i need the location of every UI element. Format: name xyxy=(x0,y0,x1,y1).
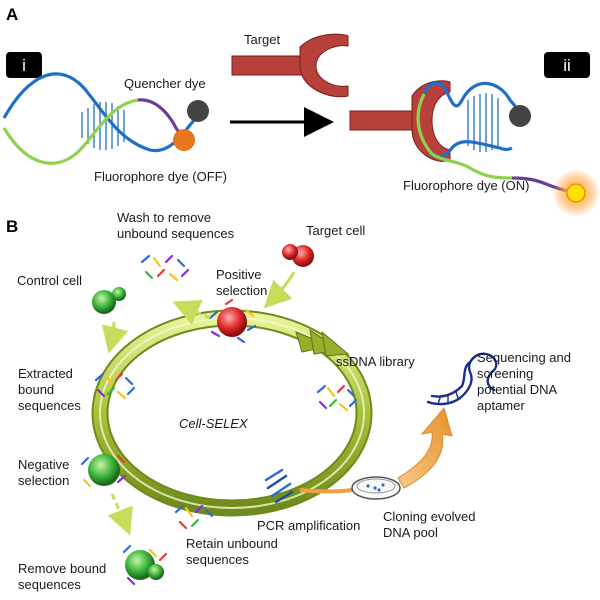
fluorophore-dye-on xyxy=(566,183,586,203)
fluorophore-dye-off xyxy=(173,129,195,151)
pcr-sequences-cluster xyxy=(264,468,294,504)
remove-label-1: Remove bound xyxy=(18,561,106,576)
pcr-label: PCR amplification xyxy=(257,518,360,533)
dna-duplex-off xyxy=(2,72,209,165)
wash-arrow xyxy=(172,300,211,325)
cloning-label-1: Cloning evolved xyxy=(383,509,476,524)
target-cell-arrow xyxy=(263,271,296,309)
control-cell xyxy=(92,287,126,314)
target-cell xyxy=(282,244,314,267)
extracted-sequences-cluster xyxy=(94,372,136,400)
aptamer-on xyxy=(416,81,600,217)
target-cell-label: Target cell xyxy=(306,223,365,238)
quencher-dye-ii xyxy=(509,105,531,127)
remove-label-2: sequences xyxy=(18,577,81,592)
target-molecule xyxy=(231,33,349,98)
extracted-label-1: Extracted xyxy=(18,366,73,381)
wash-sequences-cluster xyxy=(140,254,190,282)
quencher-dye-i xyxy=(187,100,209,122)
negative-selection-label-2: selection xyxy=(18,473,69,488)
ssdna-label: ssDNA library xyxy=(336,354,415,369)
control-cell-label: Control cell xyxy=(17,273,82,288)
remove-bound-cluster xyxy=(122,544,168,586)
remove-arrow xyxy=(107,493,133,536)
fluorophore-off-label: Fluorophore dye (OFF) xyxy=(94,169,227,184)
sequencing-label-1: Sequencing and xyxy=(477,350,571,365)
tag-i-text: i xyxy=(22,56,26,75)
retain-sequences-cluster xyxy=(174,504,214,530)
cloning-connector xyxy=(299,488,353,494)
extracted-label-2: bound xyxy=(18,382,54,397)
sequencing-label-4: aptamer xyxy=(477,398,525,413)
extracted-label-3: sequences xyxy=(18,398,81,413)
sequencing-label-2: screening xyxy=(477,366,533,381)
quencher-label: Quencher dye xyxy=(124,76,206,91)
positive-selection-cluster xyxy=(208,298,257,344)
cycle-center-label: Cell-SELEX xyxy=(179,416,249,431)
target-bound xyxy=(349,80,451,162)
target-label: Target xyxy=(244,32,281,47)
ring-arrowhead xyxy=(295,328,350,357)
panel-b-letter: B xyxy=(6,217,18,236)
wash-label-1: Wash to remove xyxy=(117,210,211,225)
aptamer-structure xyxy=(426,352,498,406)
panel-a-letter: A xyxy=(6,5,18,24)
petri-dish xyxy=(351,476,401,500)
sequencing-label-3: potential DNA xyxy=(477,382,558,397)
tag-i: i xyxy=(6,52,42,78)
sequencing-arrow xyxy=(397,406,453,489)
cloning-label-2: DNA pool xyxy=(383,525,438,540)
control-cell-arrow xyxy=(101,321,129,354)
ssdna-library-cluster xyxy=(316,384,358,412)
positive-selection-label-2: selection xyxy=(216,283,267,298)
negative-selection-cluster xyxy=(80,454,127,488)
negative-selection-label-1: Negative xyxy=(18,457,69,472)
wash-label-2: unbound sequences xyxy=(117,226,235,241)
retain-label-1: Retain unbound xyxy=(186,536,278,551)
retain-label-2: sequences xyxy=(186,552,249,567)
tag-ii: ii xyxy=(544,52,590,78)
tag-ii-text: ii xyxy=(563,56,571,75)
fluorophore-on-label: Fluorophore dye (ON) xyxy=(403,178,529,193)
positive-selection-label-1: Positive xyxy=(216,267,262,282)
